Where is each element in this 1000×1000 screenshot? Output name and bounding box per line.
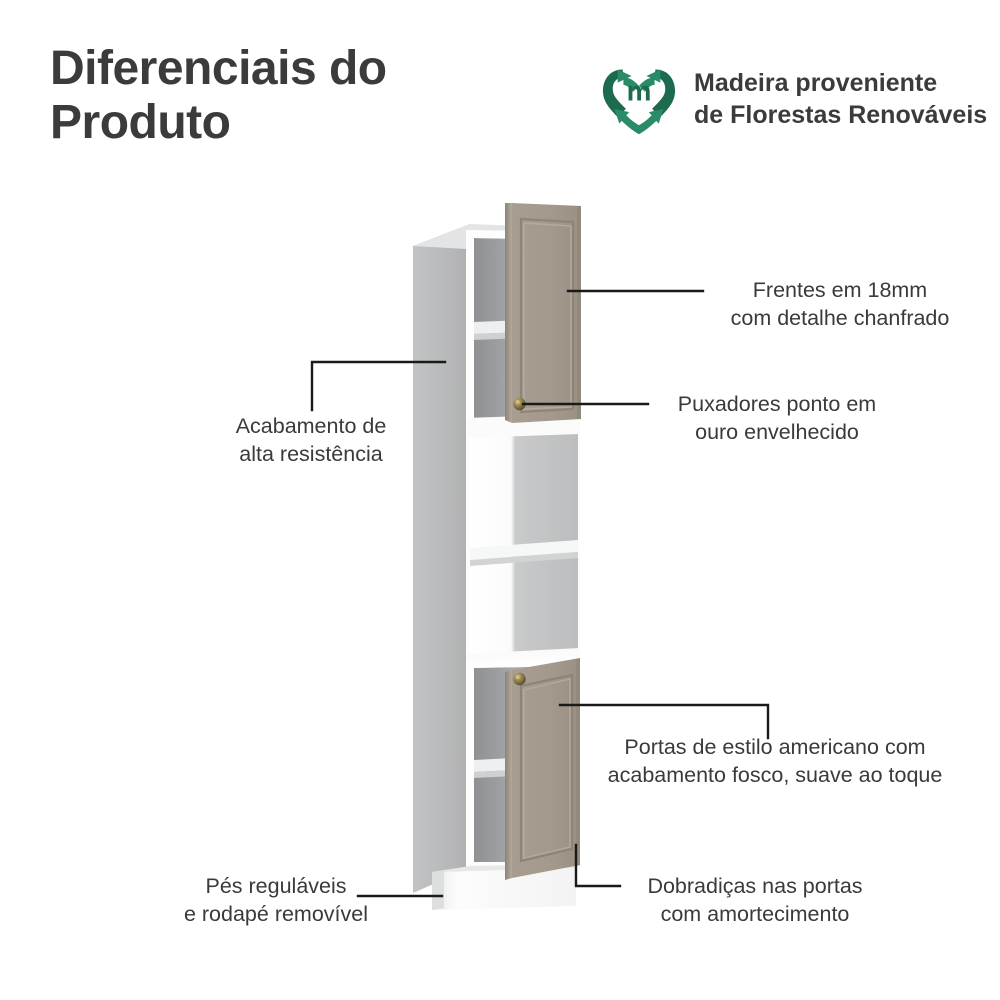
certification-logo-block: m Madeira proveniente de Florestas Renov… bbox=[598, 58, 987, 140]
upper-interior-shelf bbox=[474, 318, 574, 334]
upper-door-edge bbox=[505, 203, 512, 423]
lower-door-panel-inner bbox=[523, 678, 571, 859]
lower-door[interactable] bbox=[505, 658, 580, 880]
upper-door-knob-icon[interactable] bbox=[513, 397, 526, 411]
leader-acabamento bbox=[310, 360, 447, 412]
lower-door-edge bbox=[505, 670, 512, 880]
lower-interior-shelf bbox=[474, 755, 574, 772]
lower-interior-shelf-edge bbox=[474, 767, 574, 778]
leader-dobradicas bbox=[574, 843, 622, 888]
carcass-front bbox=[466, 230, 580, 872]
cabinet-carcass bbox=[413, 224, 580, 910]
base-plinth bbox=[432, 868, 576, 910]
certification-logo-text: Madeira proveniente de Florestas Renováv… bbox=[694, 69, 988, 129]
callout-label-puxadores: Puxadores ponto em ouro envelhecido bbox=[677, 392, 877, 445]
upper-door-panel-groove bbox=[519, 217, 575, 414]
base-plinth-shadow bbox=[432, 870, 444, 910]
upper-door-right-edge bbox=[577, 206, 581, 419]
cabinet-top-surface bbox=[413, 224, 520, 249]
lower-opening-frame bbox=[466, 656, 580, 872]
lower-door-panel-groove bbox=[519, 673, 574, 863]
upper-door-face bbox=[512, 203, 581, 423]
callout-leader-lines bbox=[310, 289, 770, 898]
side-panel bbox=[413, 224, 470, 893]
niche-shelf-edge bbox=[470, 552, 578, 566]
lower-door-knob-highlight bbox=[515, 675, 520, 679]
upper-interior-shelf-edge bbox=[474, 330, 574, 340]
lower-door-knob-icon[interactable] bbox=[513, 672, 526, 686]
niche-cavity bbox=[470, 430, 578, 660]
lower-interior-cavity bbox=[474, 666, 574, 862]
base-plinth-top bbox=[432, 864, 576, 872]
callout-label-dobradicas: Dobradiças nas portas com amortecimento bbox=[647, 874, 863, 927]
niche-shelf bbox=[470, 540, 578, 560]
upper-door-knob-highlight bbox=[515, 400, 520, 404]
callout-label-acabamento: Acabamento de alta resistência bbox=[235, 414, 387, 467]
svg-text:m: m bbox=[627, 76, 652, 107]
recycle-heart-logo-icon: m bbox=[602, 69, 676, 135]
niche-top-panel bbox=[466, 414, 580, 438]
callout-label-frentes: Frentes em 18mm com detalhe chanfrado bbox=[730, 278, 950, 331]
upper-interior-cavity bbox=[474, 238, 574, 418]
upper-door-panel-inner bbox=[523, 222, 572, 410]
upper-door[interactable] bbox=[505, 203, 581, 423]
niche-bottom-panel bbox=[466, 648, 580, 672]
lower-door-face bbox=[512, 658, 580, 878]
page-title: Diferenciais do Produto bbox=[50, 42, 387, 149]
callout-label-portas: Portas de estilo americano com acabament… bbox=[607, 735, 943, 788]
callout-label-pes: Pés reguláveis e rodapé removível bbox=[183, 874, 369, 927]
upper-opening-frame bbox=[466, 230, 580, 424]
